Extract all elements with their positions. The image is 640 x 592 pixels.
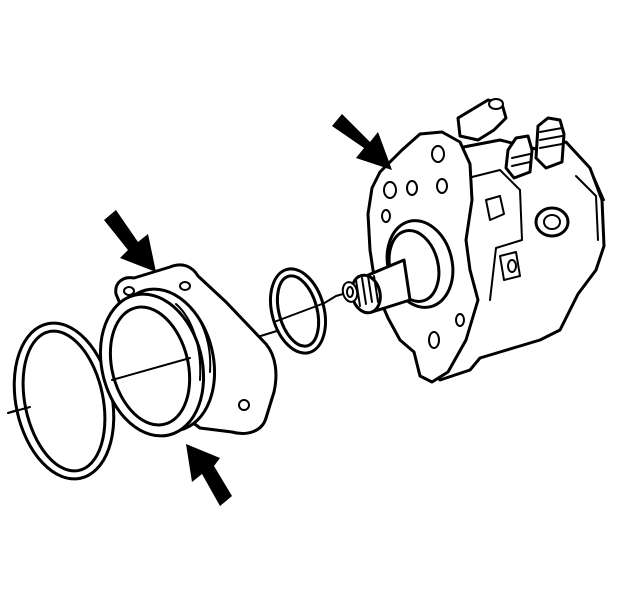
flange-bolt-hole (179, 281, 191, 291)
mounting-hole (436, 178, 448, 194)
arrow-pump-mounting-face (332, 114, 392, 170)
pressure-fitting-right (534, 116, 566, 170)
fuel-injection-pump (341, 98, 606, 384)
mounting-hole (431, 145, 445, 163)
mounting-hole (381, 209, 391, 223)
arrow-flange-bottom (186, 444, 232, 506)
mounting-hole (406, 180, 418, 196)
pump-adapter-flange (98, 263, 278, 438)
arrow-flange-top (104, 210, 156, 272)
mounting-hole (455, 313, 465, 327)
flange-bolt-hole (238, 399, 250, 411)
mounting-hole (428, 331, 440, 349)
shaft-o-ring (269, 267, 327, 355)
flange-bolt-hole (123, 286, 135, 296)
mounting-hole (383, 181, 397, 199)
